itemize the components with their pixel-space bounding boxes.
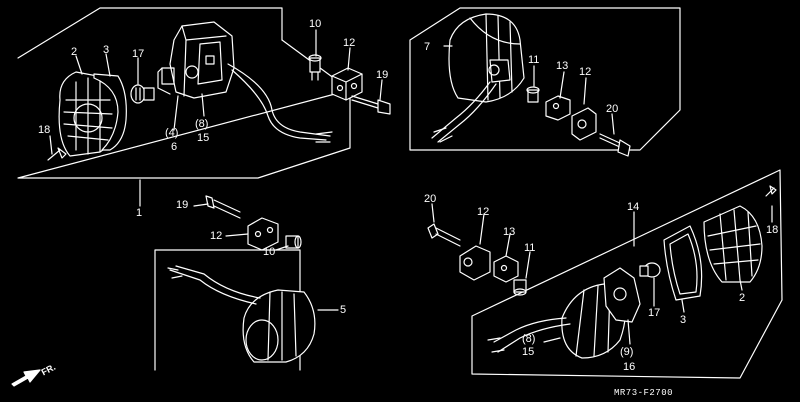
rubber-13-top-right bbox=[545, 95, 571, 121]
socket-housing-6-top bbox=[157, 21, 235, 99]
callout-17-bottom-right: 17 bbox=[648, 307, 661, 319]
screw-18-bottom-right bbox=[765, 185, 777, 197]
top-left-frame bbox=[17, 7, 351, 179]
wire-harness-top-right bbox=[431, 81, 497, 143]
top-right-frame bbox=[409, 7, 681, 151]
gasket-3-top bbox=[93, 73, 127, 151]
callout-7-top-right: 7 bbox=[424, 41, 431, 53]
callout-11-top-right: 11 bbox=[528, 54, 540, 66]
front-direction-arrow bbox=[11, 369, 41, 387]
bottom-right-winker-assembly bbox=[427, 169, 783, 379]
rubber-mount-12-bottom bbox=[247, 217, 279, 251]
callout-3-bottom-right: 3 bbox=[680, 314, 687, 326]
callout-10-bottom-left: 10 bbox=[263, 246, 276, 258]
bolt-20-top-right bbox=[599, 133, 631, 157]
callout-19-bottom-left: 19 bbox=[176, 199, 189, 211]
rubber-13-bottom-right bbox=[493, 255, 519, 283]
wire-harness-bottom-left bbox=[169, 265, 261, 305]
callout-12-bottom-left: 12 bbox=[210, 230, 223, 242]
rubber-12-bottom-right bbox=[459, 245, 491, 281]
callout-1: 1 bbox=[136, 207, 143, 219]
bolt-20-bottom-right bbox=[427, 223, 461, 247]
rubber-mount-12-top bbox=[331, 67, 363, 101]
callout-18-bottom-right: 18 bbox=[766, 224, 779, 236]
collar-11-top-right bbox=[526, 86, 540, 103]
screw-18-top bbox=[47, 147, 67, 161]
bottom-left-winker-assembly bbox=[154, 195, 339, 371]
winker-5-bottom-left bbox=[242, 289, 316, 363]
wire-harness-bottom-right bbox=[493, 317, 571, 353]
callout-12-top-right: 12 bbox=[579, 66, 592, 78]
callout-12-top-left: 12 bbox=[343, 37, 356, 49]
gasket-3-bottom-right bbox=[663, 225, 703, 301]
callout-11-bottom-right: 11 bbox=[524, 242, 536, 254]
callout-14: 14 bbox=[627, 201, 640, 213]
bottom-right-frame bbox=[471, 169, 783, 379]
callout-15-top-left: 15 bbox=[197, 132, 210, 144]
bolt-19-top bbox=[351, 95, 391, 115]
callout-3-top-left: 3 bbox=[103, 44, 110, 56]
callout-20-bottom-right: 20 bbox=[424, 193, 437, 205]
callout-6-top-left: 6 bbox=[171, 141, 178, 153]
callout-5: 5 bbox=[340, 304, 347, 316]
callout-8-bottom-right: (8) bbox=[522, 333, 536, 345]
callout-2-top-left: 2 bbox=[71, 46, 78, 58]
bolt-19-bottom bbox=[205, 195, 241, 219]
winker-lens-2-bottom-right bbox=[703, 205, 763, 283]
callout-8-top-left: (8) bbox=[195, 118, 209, 130]
top-right-winker-assembly bbox=[409, 7, 681, 157]
winker-7-top-right bbox=[448, 13, 525, 103]
collar-10-bottom bbox=[285, 235, 302, 249]
bulb-17-bottom-right bbox=[639, 262, 661, 278]
top-left-winker-assembly bbox=[17, 7, 391, 207]
collar-10-top bbox=[308, 54, 322, 81]
callout-19-top-left: 19 bbox=[376, 69, 389, 81]
rubber-12-top-right bbox=[571, 107, 597, 141]
callout-20-top-right: 20 bbox=[606, 103, 619, 115]
callout-10-top-left: 10 bbox=[309, 18, 322, 30]
callout-18-top-left: 18 bbox=[38, 124, 51, 136]
callout-12-bottom-right: 12 bbox=[477, 206, 490, 218]
callout-13-top-right: 13 bbox=[556, 60, 569, 72]
callout-13-bottom-right: 13 bbox=[503, 226, 516, 238]
bulb-17-top bbox=[130, 84, 155, 104]
collar-11-bottom-right bbox=[513, 279, 527, 296]
socket-16-bottom-right bbox=[603, 267, 641, 323]
callout-9-bottom-right: (9) bbox=[620, 346, 634, 358]
callout-4-top-left: (4) bbox=[165, 127, 179, 139]
callout-15-bottom-right: 15 bbox=[522, 346, 535, 358]
diagram-code: MR73-F2700 bbox=[614, 388, 674, 398]
callout-17-top-left: 17 bbox=[132, 48, 145, 60]
callout-16-bottom-right: 16 bbox=[623, 361, 636, 373]
wire-harness-top-left bbox=[227, 63, 331, 141]
callout-2-bottom-right: 2 bbox=[739, 292, 746, 304]
